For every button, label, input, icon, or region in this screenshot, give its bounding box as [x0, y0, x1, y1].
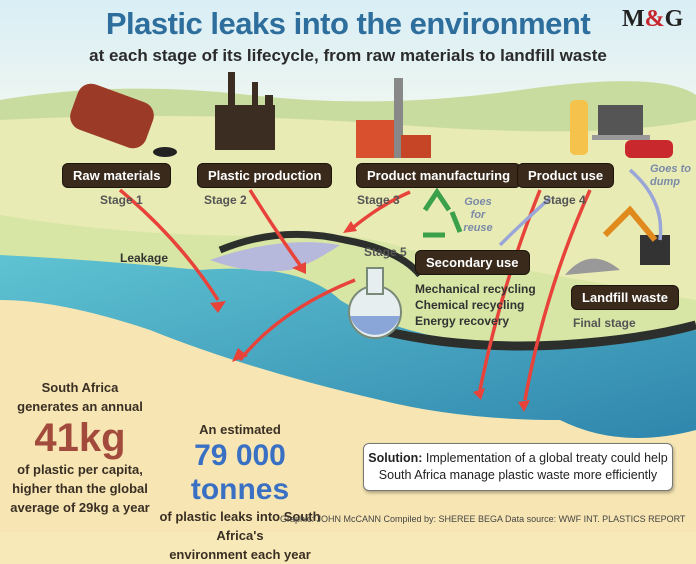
- goes-for-reuse-note: Goes for reuse: [463, 196, 493, 234]
- stage-number-4: Stage 4: [543, 193, 586, 207]
- secondary-use-methods: Mechanical recycling Chemical recycling …: [415, 281, 536, 329]
- credits: Graphic: JOHN McCANN Compiled by: SHEREE…: [280, 514, 686, 524]
- flask-icon: [348, 267, 402, 339]
- method-item: Energy recovery: [415, 314, 510, 328]
- stat-text: South Africa: [41, 380, 119, 395]
- method-item: Mechanical recycling: [415, 282, 536, 296]
- method-item: Chemical recycling: [415, 298, 525, 312]
- mg-logo: M&G: [622, 6, 684, 32]
- stage-label-plastic-production: Plastic production: [197, 163, 333, 188]
- excavator-icon: [565, 205, 670, 275]
- leakage-value: 79 000 tonnes: [190, 439, 290, 506]
- stage-number-2: Stage 2: [204, 193, 247, 207]
- stat-text: higher than the global: [12, 481, 148, 496]
- leakage-stat: An estimated 79 000 tonnes of plastic le…: [150, 420, 330, 564]
- stage-label-secondary-use: Secondary use: [415, 250, 530, 275]
- stat-text: environment each year: [169, 547, 311, 562]
- oil-barrel-icon: [70, 83, 177, 157]
- stage-label-product-manufacturing: Product manufacturing: [356, 163, 522, 188]
- recycle-icon: [422, 187, 463, 238]
- stage-label-product-use: Product use: [517, 163, 615, 188]
- page-title: Plastic leaks into the environment: [105, 6, 591, 41]
- stage-label-raw-materials: Raw materials: [62, 163, 172, 188]
- stat-text: of plastic per capita,: [17, 462, 143, 477]
- refinery-icon: [215, 72, 275, 150]
- per-capita-value: 41kg: [34, 416, 126, 460]
- per-capita-stat: South Africa generates an annual 41kg of…: [0, 378, 160, 517]
- river: [0, 255, 696, 438]
- stage-number-1: Stage 1: [100, 193, 143, 207]
- river-inlet: [210, 242, 340, 272]
- solution-box: Solution: Implementation of a global tre…: [363, 443, 673, 491]
- stage-label-landfill-waste: Landfill waste: [571, 285, 679, 310]
- solution-label: Solution:: [368, 451, 423, 465]
- factory-icon: [356, 78, 431, 158]
- stat-text: average of 29kg a year: [10, 500, 150, 515]
- stat-text: of plastic leaks into South Africa's: [159, 509, 321, 543]
- solution-text: Implementation of a global treaty could …: [378, 451, 668, 482]
- stat-text: An estimated: [199, 422, 281, 437]
- page-subtitle: at each stage of its lifecycle, from raw…: [89, 46, 607, 65]
- stage-number-5: Stage 5: [364, 245, 407, 259]
- stage-final: Final stage: [573, 316, 636, 330]
- goes-to-dump-note: Goes to dump: [650, 163, 691, 188]
- stat-text: generates an annual: [17, 399, 143, 414]
- stage-number-3: Stage 3: [357, 193, 400, 207]
- leakage-label: Leakage: [120, 251, 169, 265]
- bottle-laptop-car-icon: [570, 100, 673, 158]
